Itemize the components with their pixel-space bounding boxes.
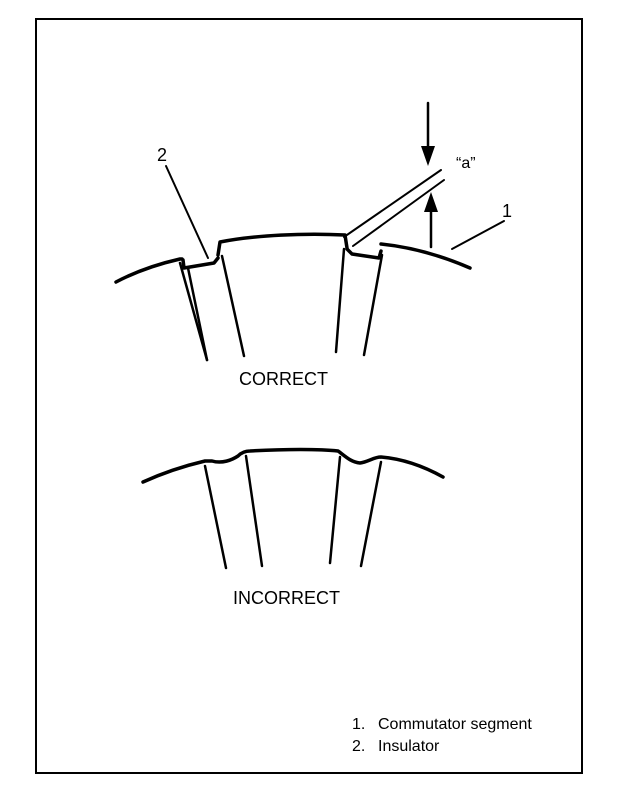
correct-caption: CORRECT <box>239 369 328 389</box>
legend-number: 1. <box>352 716 366 733</box>
callout-1-number: 1 <box>502 201 513 221</box>
correct-radial-5 <box>362 253 384 357</box>
dimension-a-label: “a” <box>456 155 476 172</box>
correct-insulator-left-top <box>181 256 220 270</box>
correct-commutator <box>114 232 472 362</box>
incorrect-radial-4 <box>359 460 383 568</box>
incorrect-radial-1 <box>203 464 228 570</box>
correct-radial-4 <box>334 247 346 354</box>
incorrect-commutator <box>141 447 445 570</box>
arrowhead-down <box>421 146 435 166</box>
arrowhead-up <box>424 192 438 212</box>
diagram-frame <box>35 18 583 774</box>
callout-1-leader <box>451 220 505 250</box>
legend-item: 2. Insulator <box>352 736 532 758</box>
legend-item: 1. Commutator segment <box>352 714 532 736</box>
correct-radial-3 <box>220 254 246 358</box>
correct-right-segment-surface <box>379 242 472 270</box>
callout-2-leader <box>165 165 209 259</box>
legend-number: 2. <box>352 738 366 755</box>
correct-center-segment-surface <box>216 232 349 257</box>
dimension-extension-lower <box>352 179 445 247</box>
dimension-extension-upper <box>343 169 442 238</box>
incorrect-radial-2 <box>244 454 264 568</box>
dimension-a-indicator <box>343 101 445 249</box>
correct-left-segment-surface <box>114 257 184 284</box>
legend: 1. Commutator segment 2. Insulator <box>352 714 532 758</box>
legend-text: Insulator <box>378 738 440 755</box>
correct-insulator-right-top <box>345 247 383 260</box>
incorrect-radial-3 <box>328 455 342 565</box>
incorrect-caption: INCORRECT <box>233 588 340 608</box>
callout-2-number: 2 <box>157 145 168 165</box>
legend-text: Commutator segment <box>378 716 532 733</box>
correct-radial-6 <box>186 266 209 362</box>
incorrect-surface <box>141 447 445 484</box>
